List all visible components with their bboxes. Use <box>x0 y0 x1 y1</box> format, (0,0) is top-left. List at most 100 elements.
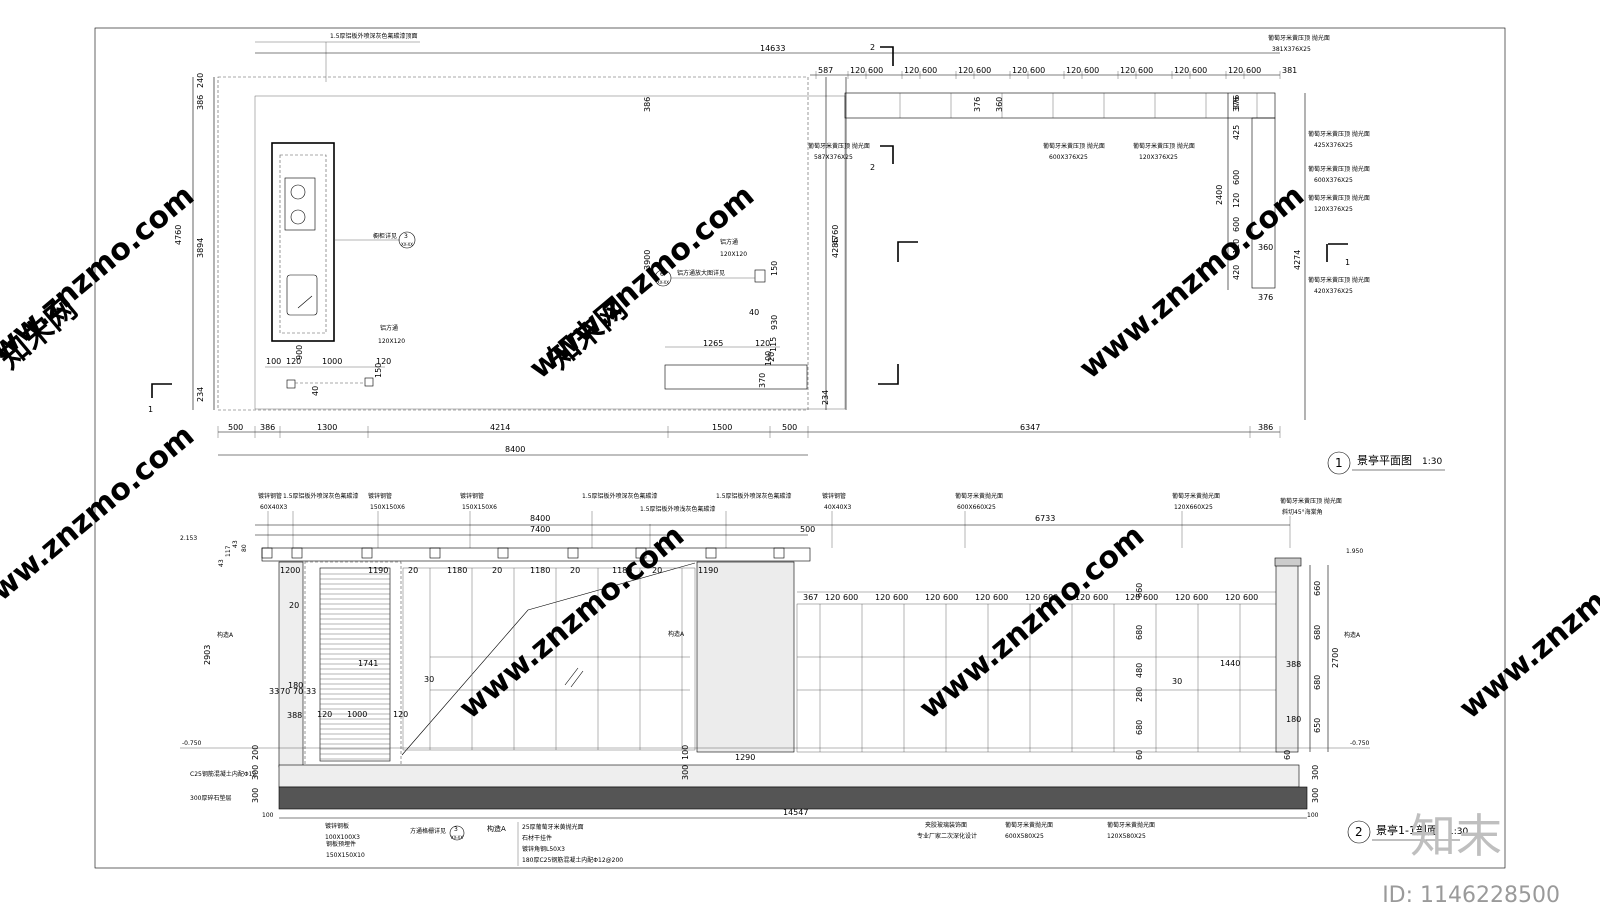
section-wall-dim: 367 <box>803 593 818 602</box>
section-wall-dim: 600 <box>843 593 858 602</box>
section-struct-item: 石材干挂件 <box>522 834 552 842</box>
section-top-size: 150X150X6 <box>370 504 405 511</box>
section-roof-post <box>705 547 717 559</box>
section-number: 2 <box>1355 825 1363 839</box>
section-mid-dim: 30 <box>424 675 434 684</box>
plan-title: 景亭平面图 <box>1357 453 1412 467</box>
plan-top-dim: 600 <box>922 66 937 75</box>
plan-stone-size: 600X376X25 <box>1314 177 1353 184</box>
section-mid-dim: 1440 <box>1220 659 1240 668</box>
plan-mid-dim: 4286 <box>831 238 840 258</box>
section-wall-dim: 120 <box>825 593 840 602</box>
section-wall-dim: 120 <box>975 593 990 602</box>
plan-stone-size: 587X376X25 <box>814 154 853 161</box>
plan-section-mark-bottom: 2 <box>870 163 875 172</box>
plan-bench <box>664 364 808 390</box>
plan-tube-ref-sheet: XX-XX <box>657 280 669 285</box>
section-far-right: 2700 <box>1331 648 1340 668</box>
section-grille-frame <box>304 561 402 768</box>
plan-left-dim: 240 <box>196 73 205 88</box>
section-wall-dim: 120 <box>875 593 890 602</box>
section-mid-dim: 120 <box>393 710 408 719</box>
section-bottom-size: 专业厂家二次深化设计 <box>917 832 977 840</box>
plan-stone-size: 600X376X25 <box>1049 154 1088 161</box>
plan-bottom-dim: 1300 <box>317 423 337 432</box>
plan-top-dim: 120 <box>958 66 973 75</box>
plan-inner-dim: 376 <box>973 97 982 112</box>
plan-title-circle <box>1327 451 1351 475</box>
section-top-size: 120X660X25 <box>1174 504 1213 511</box>
section-structure-a-right: 构造A <box>1344 631 1361 639</box>
section-scale: 1:30 <box>1448 827 1468 837</box>
section-far-right: 180 <box>1286 715 1301 724</box>
section-wall-dim: 600 <box>1093 593 1108 602</box>
plan-bottom-dim: 500 <box>782 423 797 432</box>
plan-bottom-dim: 1500 <box>712 423 732 432</box>
section-top-label: 镀锌钢管 <box>368 492 392 500</box>
plan-inner-outline <box>254 95 846 410</box>
section-bottom-label: 葡萄牙米黄抛光面 <box>1005 821 1053 829</box>
plan-stone-label: 葡萄牙米黄压顶 抛光面 <box>1308 130 1370 138</box>
section-bottom-small-left: 100 <box>262 812 274 819</box>
plan-cabinet-dim: 120 <box>376 357 391 366</box>
plan-top-dim: 600 <box>976 66 991 75</box>
section-left-small: 80 <box>241 544 248 552</box>
section-dim-top: 6733 <box>1035 514 1055 523</box>
plan-inner-dim: 360 <box>995 97 1004 112</box>
plan-top-dim: 600 <box>1084 66 1099 75</box>
plan-kitchen-cabinet <box>271 142 335 342</box>
plan-top-dim: 381 <box>1282 66 1297 75</box>
section-top-size: 斜切45°海棠角 <box>1282 508 1323 516</box>
sheet-border <box>94 27 1506 869</box>
section-span-dim: 1200 <box>280 566 300 575</box>
section-top-label: 葡萄牙米黄抛光面 <box>1172 492 1220 500</box>
plan-top-dim: 600 <box>868 66 883 75</box>
section-top-label: 1.5厚铝板外喷深灰色氟碳漆 <box>716 492 792 500</box>
plan-cabinet-tube-size: 120X120 <box>378 338 405 345</box>
plan-tube-dim: 150 <box>770 261 779 276</box>
section-base-dim: 60 <box>1283 750 1292 760</box>
section-base-label-2: 300厚碎石垫层 <box>190 794 231 802</box>
plan-tube-dim: 120 <box>755 339 770 348</box>
section-base-dim: 100 <box>681 745 690 760</box>
plan-stone-label: 葡萄牙米黄压顶 抛光面 <box>1268 34 1330 42</box>
plan-bottom-total: 8400 <box>505 445 525 454</box>
plan-right-mark: 1 <box>1345 258 1350 267</box>
plan-stone-size: 420X376X25 <box>1314 288 1353 295</box>
plan-burner-2 <box>290 209 306 225</box>
plan-right-dim: 600 <box>1232 217 1241 232</box>
plan-top-dim: 120 <box>1228 66 1243 75</box>
brand-logo: 知末 <box>1410 809 1502 863</box>
section-right-height: 660 <box>1135 583 1144 598</box>
section-mid-dim: 1000 <box>347 710 367 719</box>
section-span-dim: 1180 <box>447 566 467 575</box>
section-base-dim: 300 <box>681 765 690 780</box>
section-concrete-base <box>278 764 1300 788</box>
section-wall-dim: 120 <box>1125 593 1140 602</box>
section-far-right: 660 <box>1313 581 1322 596</box>
section-bottom-small-right: 100 <box>1307 812 1319 819</box>
section-left-small: 43 <box>218 559 225 567</box>
plan-cabinet-dim: 1000 <box>322 357 342 366</box>
section-roof-post <box>635 547 647 559</box>
section-left-column <box>278 561 304 768</box>
section-span-dim: 20 <box>492 566 502 575</box>
section-wall-dim: 600 <box>1193 593 1208 602</box>
section-span-dim: 20 <box>570 566 580 575</box>
section-bottom-size: 600X580X25 <box>1005 833 1044 840</box>
section-right-height: 680 <box>1135 625 1144 640</box>
plan-left-dim: 234 <box>196 387 205 402</box>
section-top-label: 镀锌钢管 <box>460 492 484 500</box>
plan-top-dim: 600 <box>1246 66 1261 75</box>
plan-tube-dim: 115 <box>769 337 778 352</box>
section-grid-ref-circle <box>449 825 465 841</box>
section-structure-a-mid: 构造A <box>668 630 685 638</box>
section-title: 景亭1-1剖面 <box>1376 823 1438 837</box>
plan-stone-size: 425X376X25 <box>1314 142 1353 149</box>
section-span-dim: 1180 <box>612 566 632 575</box>
plan-stone-label: 葡萄牙米黄压顶 抛光面 <box>808 142 870 150</box>
section-top-label: 镀锌钢管 <box>822 492 846 500</box>
plan-stone-size: 120X376X25 <box>1314 206 1353 213</box>
section-elev-bottom-left: -0.750 <box>182 740 202 747</box>
